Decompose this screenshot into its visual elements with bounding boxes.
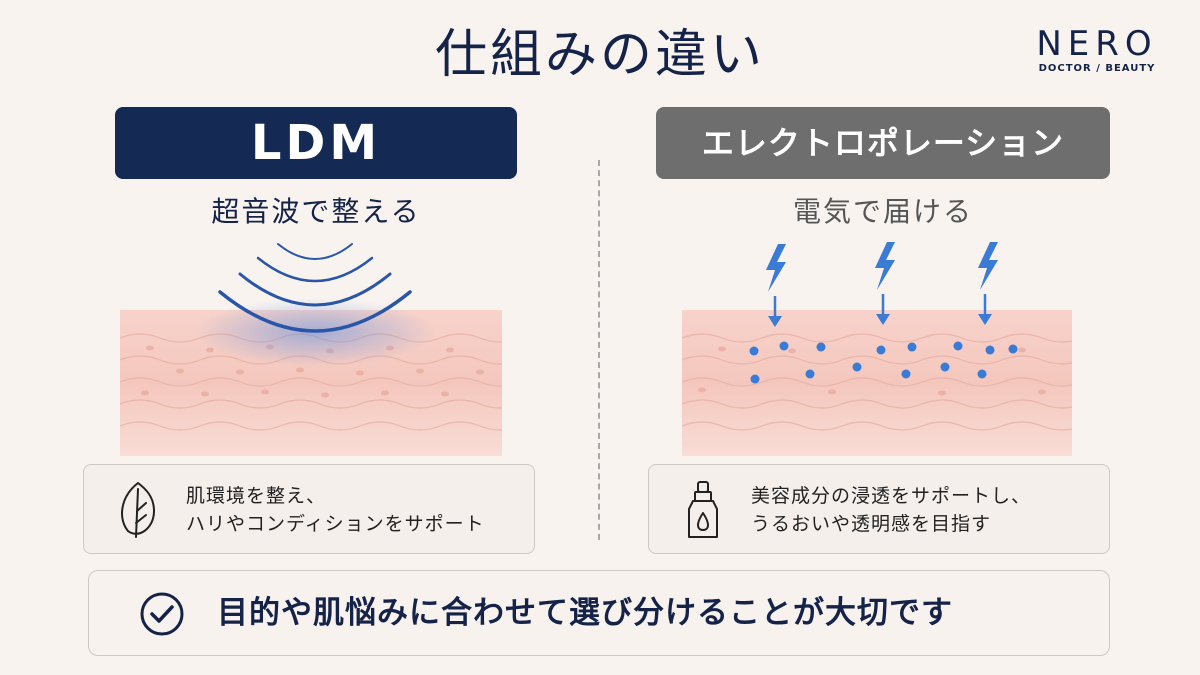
dropper-bottle-icon <box>688 481 718 538</box>
skin-layer <box>682 310 1072 456</box>
ldm-description: 肌環境を整え、 ハリやコンディションをサポート <box>186 482 485 538</box>
description-line: 美容成分の浸透をサポートし、 <box>751 485 1032 507</box>
electroporation-description: 美容成分の浸透をサポートし、 うるおいや透明感を目指す <box>751 482 1031 538</box>
electroporation-description-card: 美容成分の浸透をサポートし、 うるおいや透明感を目指す <box>648 464 1110 554</box>
description-line: 肌環境を整え、 <box>186 485 327 507</box>
electroporation-banner: エレクトロポレーション <box>656 107 1110 179</box>
ultrasound-waves-icon <box>218 243 412 333</box>
ingredient-particles <box>749 341 1018 384</box>
ldm-description-card: 肌環境を整え、 ハリやコンディションをサポート <box>83 464 535 554</box>
description-line: ハリやコンディションをサポート <box>186 513 485 535</box>
electroporation-skin-illustration <box>682 242 1072 456</box>
down-arrow-icon <box>768 294 992 327</box>
center-divider <box>598 160 600 540</box>
ldm-banner: LDM <box>115 107 517 179</box>
brand-logo: NERO DOCTOR / BEAUTY <box>1024 26 1170 76</box>
electroporation-subtitle: 電気で届ける <box>792 195 973 228</box>
conclusion-text: 目的や肌悩みに合わせて選び分けることが大切です <box>217 595 953 631</box>
ldm-subtitle: 超音波で整える <box>211 195 421 228</box>
conclusion-box: 目的や肌悩みに合わせて選び分けることが大切です <box>88 570 1110 656</box>
check-circle-icon <box>140 592 184 636</box>
lightning-bolt-icon <box>766 242 998 292</box>
description-line: うるおいや透明感を目指す <box>751 513 992 535</box>
logo-subtitle: DOCTOR / BEAUTY <box>1038 63 1156 74</box>
leaf-icon <box>121 482 155 538</box>
logo-name: NERO <box>1036 24 1158 64</box>
ldm-skin-illustration <box>120 243 502 456</box>
page-title: 仕組みの違い <box>434 25 765 85</box>
skin-cells <box>682 333 1072 431</box>
